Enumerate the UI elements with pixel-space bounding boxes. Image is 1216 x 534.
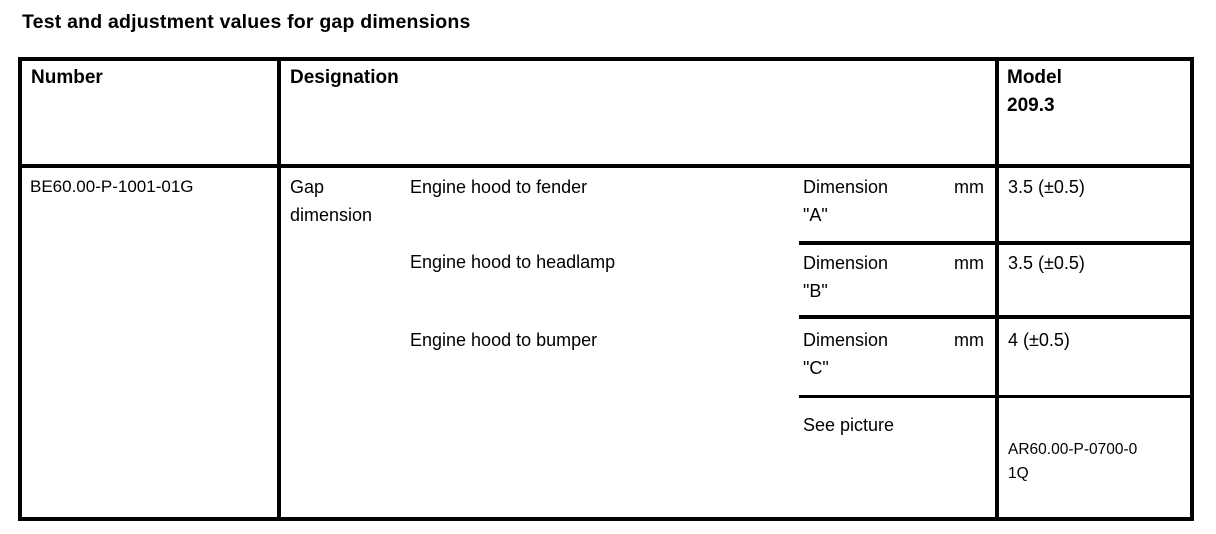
dimension-cell-b: Dimension mm "B" [803, 249, 984, 305]
subrow-rule-see-picture [799, 395, 1191, 398]
dimension-label-b: Dimension [803, 253, 889, 273]
dimension-unit-c: mm [954, 330, 984, 350]
dimension-unit-b: mm [954, 253, 984, 273]
cell-group-label: Gap dimension [290, 177, 373, 225]
column-divider-number-designation [277, 57, 281, 521]
header-designation: Designation [290, 67, 399, 88]
dimension-row-c: Dimension mm [803, 326, 984, 354]
table-border-left [18, 57, 22, 521]
column-divider-designation-model [995, 57, 999, 521]
dimension-cell-a: Dimension mm "A" [803, 173, 984, 229]
item-description-headlamp: Engine hood to headlamp [410, 252, 616, 272]
value-a: 3.5 (±0.5) [1008, 177, 1085, 197]
subrow-rule-b [799, 241, 1191, 245]
item-description-bumper: Engine hood to bumper [410, 330, 598, 350]
header-model: Model 209.3 [1007, 67, 1062, 116]
dimension-row-b: Dimension mm [803, 249, 984, 277]
value-c: 4 (±0.5) [1008, 330, 1070, 350]
value-b: 3.5 (±0.5) [1008, 253, 1085, 273]
item-description-fender: Engine hood to fender [410, 177, 588, 197]
header-number: Number [31, 67, 103, 88]
dimension-cell-c: Dimension mm "C" [803, 326, 984, 382]
dimension-row-a: Dimension mm [803, 173, 984, 201]
subrow-rule-c [799, 315, 1191, 319]
see-picture-label: See picture [803, 415, 895, 435]
dimension-unit-a: mm [954, 177, 984, 197]
dimension-ref-b: "B" [803, 281, 828, 301]
dimension-ref-a: "A" [803, 205, 828, 225]
cell-document-number: BE60.00-P-1001-01G [30, 177, 194, 196]
table-border-bottom [18, 517, 1194, 521]
dimension-label-c: Dimension [803, 330, 889, 350]
table-border-top [18, 57, 1194, 61]
dimension-label-a: Dimension [803, 177, 889, 197]
page-title: Test and adjustment values for gap dimen… [22, 11, 471, 33]
dimension-ref-c: "C" [803, 358, 829, 378]
table-border-right [1190, 57, 1194, 521]
header-bottom-rule [18, 164, 1194, 168]
see-picture-reference: AR60.00-P-0700-0 1Q [1008, 441, 1138, 482]
